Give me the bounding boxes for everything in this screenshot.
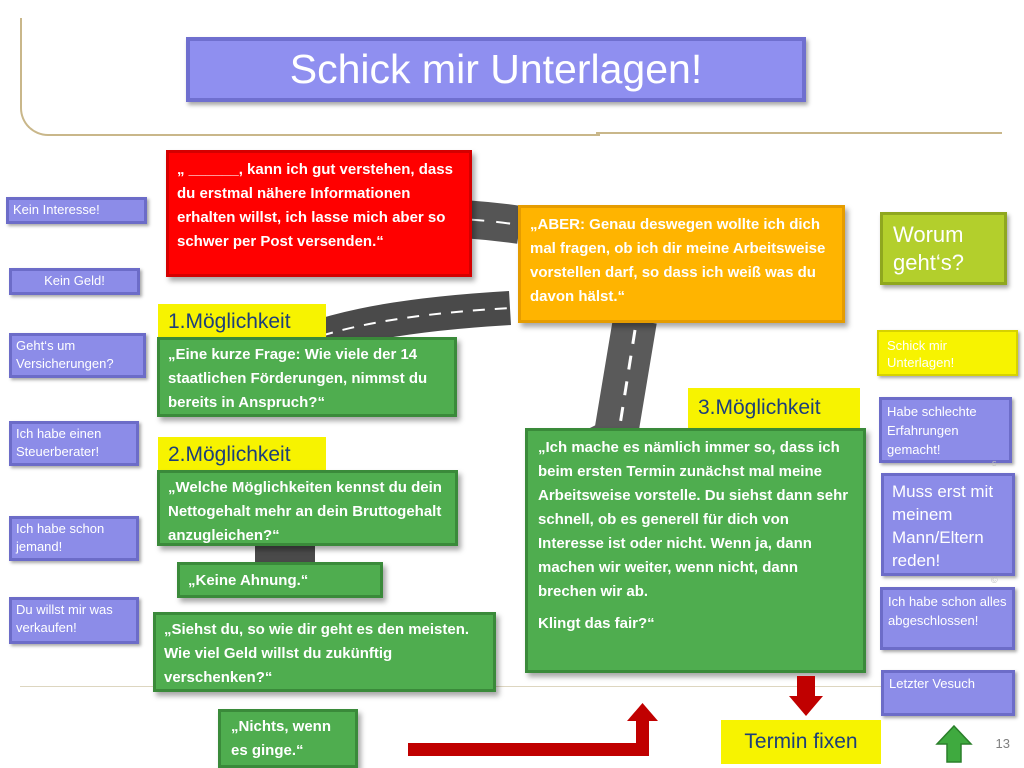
menu-worum-gehts[interactable]: Worum geht‘s? — [880, 212, 1007, 285]
menu-mann-eltern[interactable]: Muss erst mit meinem Mann/Eltern reden! — [881, 473, 1015, 576]
menu-kein-interesse[interactable]: Kein Interesse! — [6, 197, 147, 224]
corner-arrow-icon — [408, 703, 658, 756]
keine-ahnung-box: „Keine Ahnung.“ — [177, 562, 383, 598]
option3-text: „Ich mache es nämlich immer so, dass ich… — [538, 439, 849, 600]
nichts-box: „Nichts, wenn es ginge.“ — [218, 709, 358, 768]
option2-text: „Welche Möglichkeiten kennst du dein Net… — [157, 470, 458, 546]
frame-top-line — [596, 132, 1002, 134]
reply-box-red: „ ______, kann ich gut verstehen, dass d… — [166, 150, 472, 277]
menu-kein-geld[interactable]: Kein Geld! — [9, 268, 140, 295]
option3-box: „Ich mache es nämlich immer so, dass ich… — [525, 428, 866, 673]
menu-versicherungen[interactable]: Geht‘s um Versicherungen? — [9, 333, 146, 378]
menu-verkaufen[interactable]: Du willst mir was verkaufen! — [9, 597, 139, 644]
page-number: 13 — [995, 736, 1010, 751]
arrow-down-icon — [789, 676, 823, 716]
reply-box-orange: „ABER: Genau deswegen wollte ich dich ma… — [518, 205, 845, 323]
menu-steuerberater[interactable]: Ich habe einen Steuerberater! — [9, 421, 139, 466]
option1-text: „Eine kurze Frage: Wie viele der 14 staa… — [157, 337, 457, 417]
option2-label: 2.Möglichkeit — [158, 437, 326, 473]
home-up-arrow-icon[interactable] — [935, 724, 973, 764]
menu-letzter-versuch[interactable]: Letzter Vesuch — [881, 670, 1015, 716]
margin-letter: s — [992, 458, 997, 468]
siehst-du-box: „Siehst du, so wie dir geht es den meist… — [153, 612, 496, 692]
termin-fixen-box: Termin fixen — [721, 720, 881, 764]
menu-schon-jemand[interactable]: Ich habe schon jemand! — [9, 516, 139, 561]
frame-arc-decoration — [20, 18, 600, 136]
option1-label: 1.Möglichkeit — [158, 304, 326, 340]
copyright-mark: © — [991, 575, 998, 585]
slide-title: Schick mir Unterlagen! — [186, 37, 806, 102]
option3-close: Klingt das fair?“ — [538, 615, 655, 632]
bottom-divider — [20, 686, 1015, 687]
menu-schick-unterlagen[interactable]: Schick mir Unterlagen! — [877, 330, 1018, 376]
menu-alles-abgeschlossen[interactable]: Ich habe schon alles abgeschlossen! — [880, 587, 1015, 650]
option3-label: 3.Möglichkeit — [688, 388, 860, 428]
menu-schlechte-erfahrungen[interactable]: Habe schlechte Erfahrungen gemacht! — [879, 397, 1012, 463]
